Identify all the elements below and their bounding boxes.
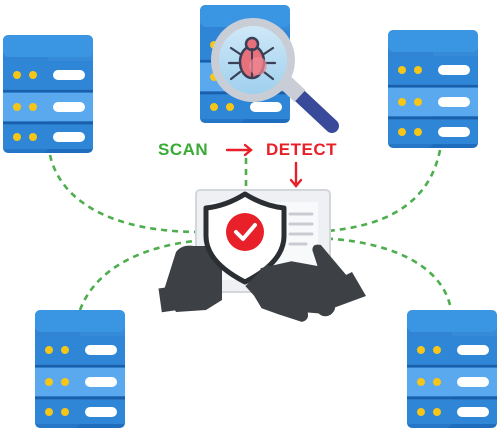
bug-icon (227, 36, 277, 81)
server-top-right-icon (387, 29, 479, 149)
server-bottom-left-icon (34, 309, 126, 429)
server-bottom-right-icon (406, 309, 498, 429)
detect-label: DETECT (266, 140, 337, 159)
scan-label: SCAN (158, 140, 209, 159)
server-top-left-icon (2, 34, 94, 154)
hand-cuff-icon (316, 272, 366, 310)
magnifier-icon (211, 18, 339, 133)
shield-check-icon (203, 191, 287, 285)
arrow-down-icon (289, 161, 303, 188)
arrow-right-icon (225, 143, 253, 157)
